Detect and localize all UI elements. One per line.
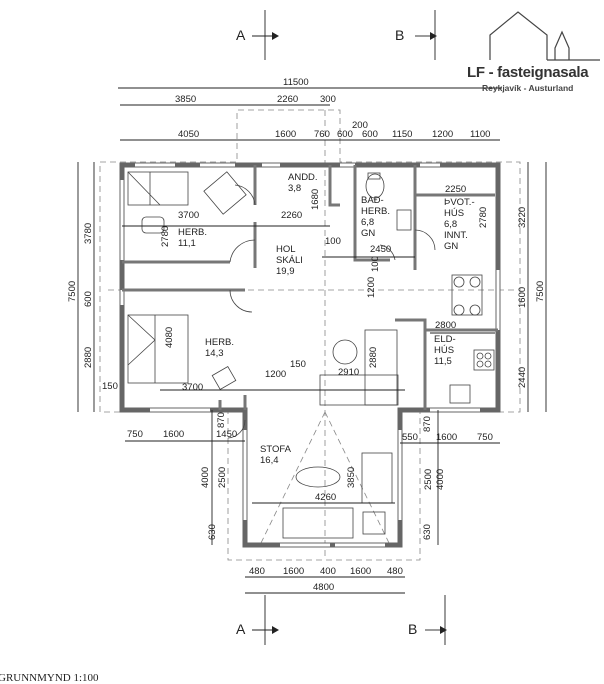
dim: 400 (320, 566, 336, 577)
dim: 630 (422, 524, 433, 540)
dim: 600 (83, 291, 94, 307)
dim: 300 (320, 94, 336, 105)
chair (211, 366, 237, 390)
dim: 2500 (423, 469, 434, 490)
desk-chair (141, 216, 165, 234)
dim: 2880 (368, 347, 379, 368)
dining-table (451, 274, 483, 316)
section-b-top: B (395, 27, 404, 43)
stove (473, 349, 495, 371)
dim: 2780 (478, 207, 489, 228)
sofa-side (361, 452, 393, 504)
dim: 1200 (366, 277, 377, 298)
dim: 1100 (470, 129, 490, 140)
dim: 750 (477, 432, 493, 443)
room-label-bedroom-1: HERB.11,1 (178, 227, 207, 249)
dim: 2880 (83, 347, 94, 368)
toilet (365, 173, 385, 199)
dim: 750 (127, 429, 143, 440)
dim: 150 (290, 359, 306, 370)
dim: 480 (387, 566, 403, 577)
dim: 1600 (517, 287, 528, 308)
dim: 1200 (432, 129, 453, 140)
dim: 4000 (200, 467, 211, 488)
dim: 4080 (164, 327, 175, 348)
dim: 480 (249, 566, 265, 577)
dim: 200 (352, 120, 368, 131)
dim: 1600 (350, 566, 371, 577)
dim: 3850 (175, 94, 196, 105)
dim: 150 (102, 381, 118, 392)
dim: 2500 (217, 467, 228, 488)
dim: 2260 (281, 210, 302, 221)
dim: 1680 (310, 189, 321, 210)
dim: 4000 (435, 469, 446, 490)
door-swings (227, 184, 436, 439)
dim: 4050 (178, 129, 199, 140)
bed-small (127, 171, 189, 206)
windows (120, 163, 500, 547)
section-markers (252, 10, 447, 645)
dim: 550 (402, 432, 418, 443)
kitchen-sink (449, 384, 471, 404)
dim: 870 (422, 416, 433, 432)
section-b-bottom: B (408, 621, 417, 637)
dim: 7500 (67, 281, 78, 302)
dim: 1200 (265, 369, 286, 380)
room-label-andd: ANDD.3,8 (288, 172, 318, 194)
dim: 2910 (338, 367, 359, 378)
dim: 1600 (283, 566, 304, 577)
dim: 1150 (392, 129, 412, 140)
coffee-table (295, 466, 341, 488)
double-bed (127, 314, 189, 384)
dim: 3700 (182, 382, 203, 393)
roof-hip (259, 411, 391, 546)
dim: 100 (325, 236, 341, 247)
dim: 1450 (216, 429, 237, 440)
dim: 2450 (370, 244, 391, 255)
armchair (203, 171, 247, 215)
dim: 3850 (346, 467, 357, 488)
logo-subtitle: Reykjavík - Austurland (482, 83, 574, 93)
dim: 2260 (277, 94, 298, 105)
logo-title: LF - fasteignasala (467, 64, 589, 81)
dim-total-width: 11500 (283, 77, 309, 88)
dim: 1600 (163, 429, 184, 440)
dim: 760 (314, 129, 330, 140)
round-table (332, 339, 358, 365)
side-table (362, 511, 386, 535)
dim: 1600 (275, 129, 296, 140)
dim: 3700 (178, 210, 199, 221)
dim: 600 (362, 129, 378, 140)
dim: 2800 (435, 320, 456, 331)
dim: 100 (370, 256, 381, 272)
dim: 1600 (436, 432, 457, 443)
room-label-bedroom-2: HERB.14,3 (205, 337, 234, 359)
dim: 3220 (517, 207, 528, 228)
dimension-lines (77, 87, 547, 594)
sink (396, 209, 412, 231)
dim: 2440 (517, 367, 528, 388)
dim: 2250 (445, 184, 466, 195)
dim-bottom-total: 4800 (313, 582, 334, 593)
section-a-bottom: A (236, 621, 246, 637)
logo-house-icon (489, 11, 600, 61)
dim: 630 (207, 524, 218, 540)
section-a-top: A (236, 27, 246, 43)
dim: 2780 (160, 226, 171, 247)
dim: 3780 (83, 223, 94, 244)
drawing-caption: GRUNNMYND 1:100 (0, 672, 99, 684)
dim: 870 (216, 412, 227, 428)
interior-walls (122, 165, 498, 410)
dim: 7500 (535, 281, 546, 302)
sofa (282, 507, 354, 539)
dim: 4260 (315, 492, 336, 503)
dim: 600 (337, 129, 353, 140)
